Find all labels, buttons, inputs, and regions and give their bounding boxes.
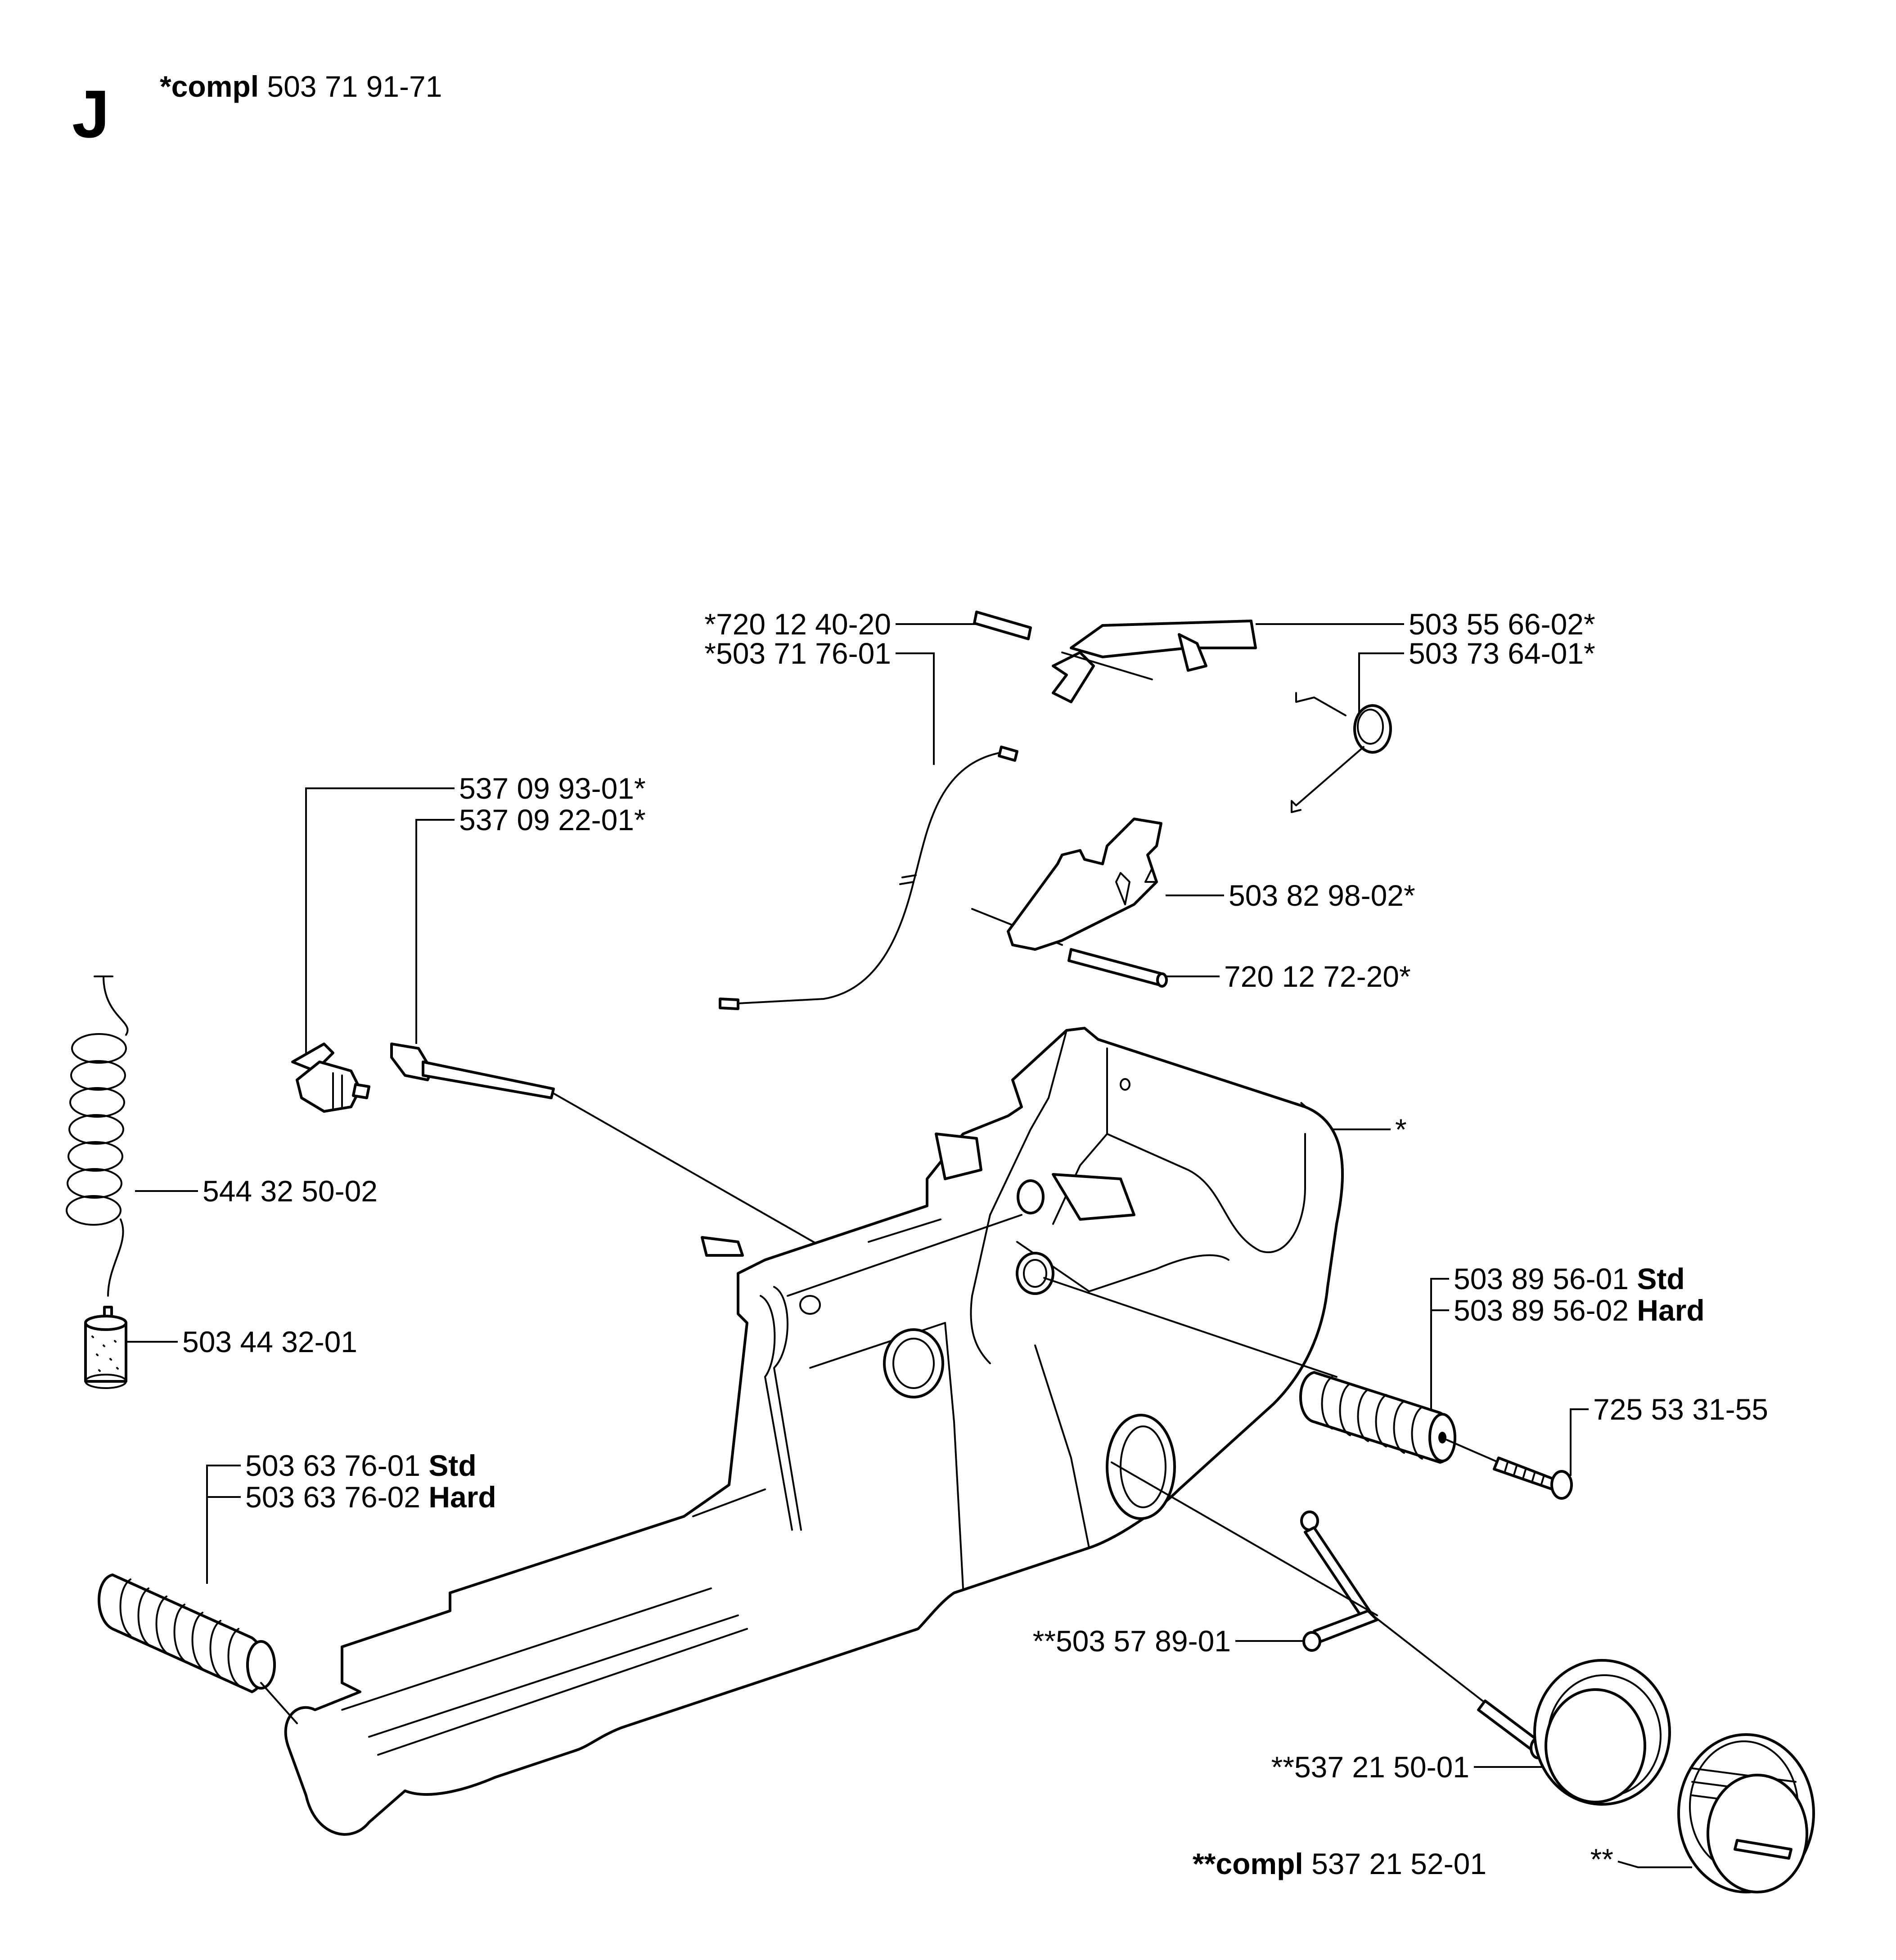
- spring-part: [1291, 692, 1392, 813]
- choke-rod-part: [1111, 1461, 1547, 1759]
- fuel-hose-coil-part: [66, 976, 129, 1297]
- footer-prefix: **compl: [1193, 1847, 1303, 1880]
- pin-part: [1067, 948, 1168, 988]
- part-number-c2: *503 71 76-01: [704, 637, 891, 670]
- header-number: 503 71 91-71: [267, 70, 442, 103]
- part-number-c5: 537 09 93-01*: [459, 772, 646, 805]
- throttle-cable-part: [719, 746, 1018, 1010]
- rear-buffer-spring-part: [98, 1573, 298, 1724]
- variant-c11: Std: [1637, 1262, 1684, 1295]
- variant-c12: Hard: [1637, 1294, 1704, 1327]
- hose-connector-part: [390, 1043, 838, 1256]
- part-number-c16: 503 63 76-02 Hard: [245, 1480, 496, 1514]
- part-number-c10: 544 32 50-02: [203, 1174, 378, 1208]
- part-number-c7: 503 82 98-02*: [1229, 879, 1415, 912]
- screw-part: [1446, 1439, 1573, 1500]
- section-letter: J: [72, 76, 109, 152]
- cap-seal-part: [1533, 1659, 1671, 1806]
- variant-c16: Hard: [428, 1480, 496, 1514]
- throttle-trigger-part: [973, 611, 1257, 703]
- fuel-pickup-part: [291, 1043, 370, 1113]
- header-assembly-label: *compl 503 71 91-71: [160, 70, 442, 103]
- fuel-cap-part: [1677, 1733, 1815, 1893]
- part-number-c12: 503 89 56-02 Hard: [1454, 1294, 1705, 1327]
- part-number-c14: 725 53 31-55: [1593, 1393, 1768, 1426]
- leader-lines: [124, 623, 1692, 1868]
- tank-housing-part: [284, 1027, 1344, 1836]
- footer-assembly-label: **compl 537 21 52-01: [1193, 1847, 1486, 1880]
- part-number-c18: **537 21 50-01: [1271, 1750, 1469, 1784]
- header-prefix: *compl: [160, 70, 259, 103]
- part-number-c19: **: [1590, 1843, 1613, 1876]
- part-number-c17: **503 57 89-01: [1033, 1624, 1231, 1658]
- part-number-c8: 720 12 72-20*: [1224, 960, 1411, 993]
- fuel-filter-part: [84, 1306, 127, 1389]
- variant-c15: Std: [428, 1449, 476, 1482]
- part-number-c6: 537 09 22-01*: [459, 803, 646, 836]
- footer-number: 537 21 52-01: [1311, 1847, 1486, 1880]
- part-number-c9: *: [1395, 1113, 1407, 1146]
- part-number-c11: 503 89 56-01 Std: [1454, 1262, 1685, 1295]
- part-number-c1: *720 12 40-20: [704, 607, 891, 641]
- part-number-c13: 503 44 32-01: [182, 1325, 357, 1358]
- throttle-lockout-part: [971, 818, 1162, 951]
- part-number-c4: 503 73 64-01*: [1409, 637, 1595, 670]
- part-number-c3: 503 55 66-02*: [1409, 607, 1595, 641]
- part-number-c15: 503 63 76-01 Std: [245, 1449, 477, 1482]
- part-callouts: *720 12 40-20 *503 71 76-01 503 55 66-02…: [182, 607, 1768, 1876]
- front-buffer-spring-part: [1043, 1277, 1456, 1464]
